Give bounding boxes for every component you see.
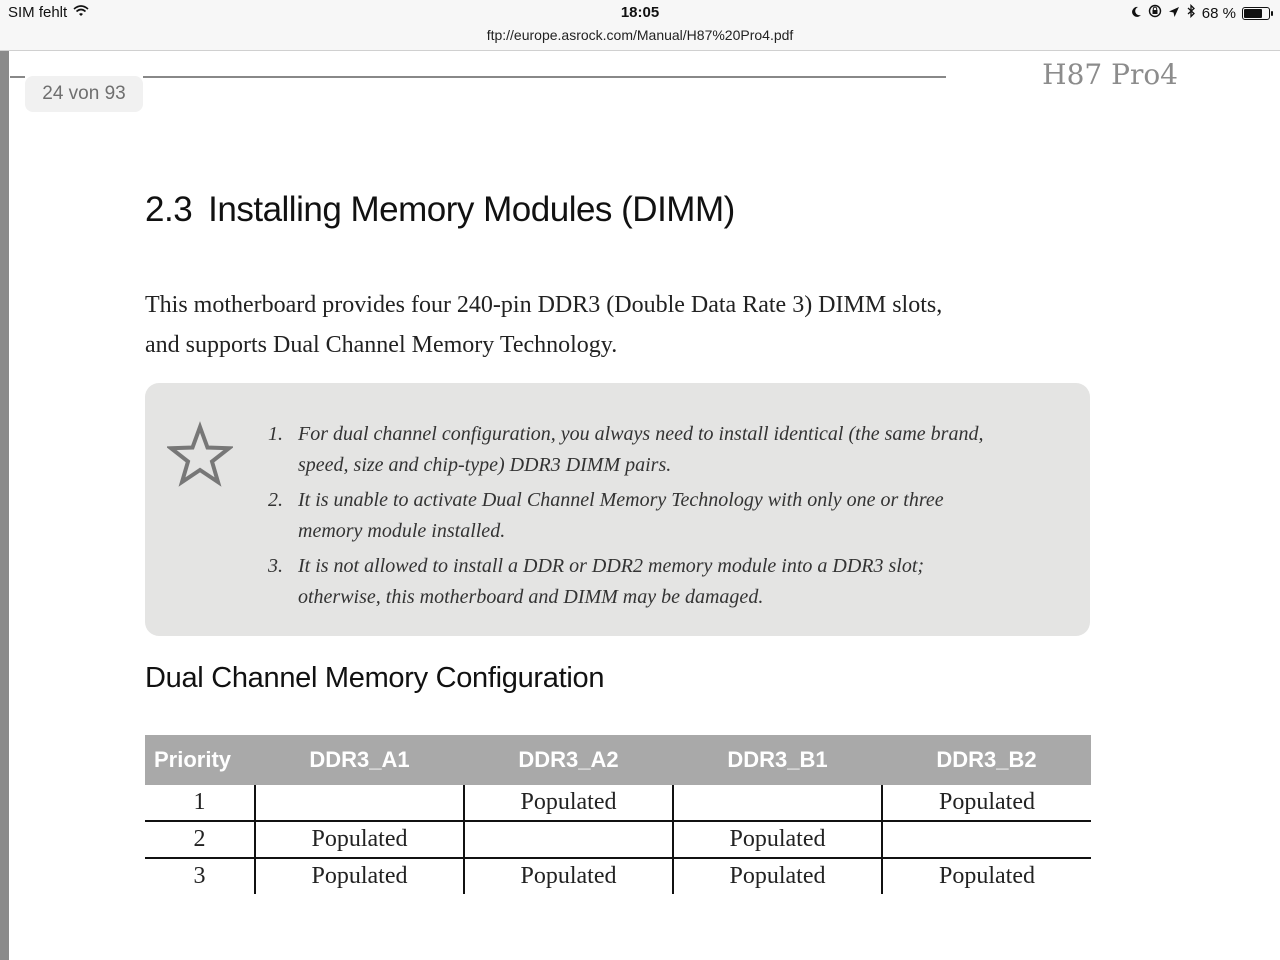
note-box: 1. For dual channel configuration, you a…	[145, 383, 1090, 636]
table-cell: 1	[145, 785, 255, 822]
note-text: It is not allowed to install a DDR or DD…	[298, 555, 925, 608]
table-cell	[254, 785, 464, 822]
battery-percent: 68 %	[1201, 4, 1236, 22]
table-cell	[672, 785, 882, 822]
column-header-a1: DDR3_A1	[255, 735, 464, 785]
table-cell: Populated	[881, 858, 1091, 894]
section-title: 2.3 Installing Memory Modules (DIMM)	[145, 190, 735, 230]
url-text[interactable]: ftp://europe.asrock.com/Manual/H87%20Pro…	[486, 27, 794, 43]
carrier-label: SIM fehlt	[8, 4, 68, 21]
table-cell: Populated	[254, 858, 464, 894]
table-row: 3 Populated Populated Populated Populate…	[145, 858, 1091, 894]
model-name: H87 Pro4	[1042, 58, 1178, 91]
note-item: 1. For dual channel configuration, you a…	[268, 419, 988, 481]
note-number: 2.	[268, 489, 283, 511]
note-item: 2. It is unable to activate Dual Channel…	[268, 485, 988, 547]
note-number: 1.	[268, 423, 283, 445]
section-title-text: Installing Memory Modules (DIMM)	[208, 190, 735, 229]
table-header-row: Priority DDR3_A1 DDR3_A2 DDR3_B1 DDR3_B2	[145, 735, 1091, 785]
moon-icon	[1130, 5, 1142, 22]
battery-icon	[1242, 6, 1273, 20]
notes-list: 1. For dual channel configuration, you a…	[268, 419, 988, 617]
note-item: 3. It is not allowed to install a DDR or…	[268, 551, 988, 613]
wifi-icon	[73, 4, 89, 21]
table-row: 2 Populated Populated	[145, 821, 1091, 859]
table-cell: 3	[193, 863, 206, 889]
note-text: It is unable to activate Dual Channel Me…	[298, 489, 944, 542]
table-cell: Populated	[672, 858, 882, 894]
battery-level	[1244, 8, 1262, 18]
note-text: For dual channel configuration, you alwa…	[298, 423, 984, 476]
column-header-a2: DDR3_A2	[464, 735, 673, 785]
bluetooth-icon	[1186, 3, 1196, 22]
note-number: 3.	[268, 555, 283, 577]
table-title: Dual Channel Memory Configuration	[145, 662, 605, 694]
header-rule	[10, 76, 946, 78]
table-cell: Populated	[881, 785, 1091, 822]
status-bar: SIM fehlt 18:05 68 %	[0, 0, 1280, 26]
column-header-priority: Priority	[145, 735, 255, 785]
section-number: 2.3	[145, 190, 193, 229]
clock: 18:05	[620, 4, 660, 21]
table-row: 1 Populated Populated	[145, 785, 1091, 822]
table-cell: Populated	[463, 785, 673, 822]
rotation-lock-icon	[1148, 4, 1162, 22]
intro-paragraph: This motherboard provides four 240-pin D…	[145, 285, 1045, 365]
url-bar[interactable]: ftp://europe.asrock.com/Manual/H87%20Pro…	[0, 26, 1280, 51]
column-header-b1: DDR3_B1	[673, 735, 882, 785]
table-cell	[463, 821, 673, 859]
table-cell	[881, 821, 1091, 859]
intro-line: This motherboard provides four 240-pin D…	[145, 292, 943, 318]
table-cell: Populated	[463, 858, 673, 894]
memory-config-table: Priority DDR3_A1 DDR3_A2 DDR3_B1 DDR3_B2…	[145, 735, 1091, 894]
column-header-b2: DDR3_B2	[882, 735, 1091, 785]
viewer-edge	[0, 51, 9, 960]
table-cell: Populated	[254, 821, 464, 859]
location-arrow-icon	[1168, 5, 1180, 22]
table-cell: Populated	[672, 821, 882, 859]
star-icon	[167, 421, 233, 487]
table-cell: 2	[145, 821, 255, 859]
page-counter: 24 von 93	[25, 76, 143, 112]
intro-line: and supports Dual Channel Memory Technol…	[145, 332, 618, 358]
